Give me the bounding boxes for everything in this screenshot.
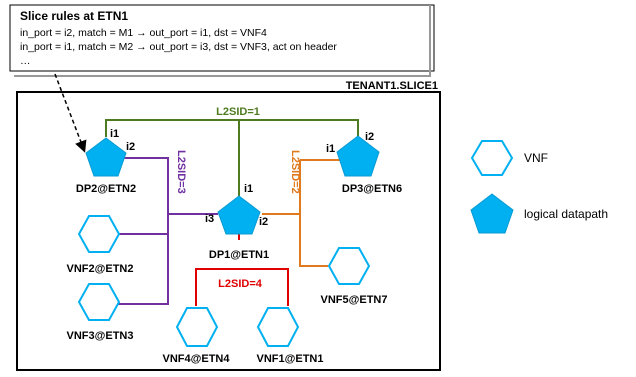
callout-shadow	[14, 5, 431, 77]
dp2-port-i2: i2	[126, 141, 135, 153]
link-label-l2sid3: L2SID=3	[175, 150, 187, 194]
dp2-datapath-icon	[85, 137, 127, 177]
dp3-label: DP3@ETN6	[342, 183, 402, 195]
tenant-slice-box	[16, 91, 441, 371]
callout-rule-2: in_port = i1, match = M2 → out_port = i3…	[20, 41, 337, 53]
dp1-port-i3: i3	[205, 213, 214, 225]
tenant-label: TENANT1.SLICE1	[346, 80, 438, 92]
link-l2sid1	[105, 119, 359, 137]
dp1-port-i1: i1	[244, 183, 253, 195]
callout-rule-1: in_port = i2, match = M1 → out_port = i1…	[20, 27, 267, 39]
vnf3-label: VNF3@ETN3	[67, 330, 134, 342]
vnf4-icon	[175, 307, 219, 347]
legend-vnf-label: VNF	[524, 151, 548, 165]
dp2-label: DP2@ETN2	[76, 183, 136, 195]
vnf4-label: VNF4@ETN4	[163, 353, 231, 365]
vnf2-icon	[77, 215, 121, 253]
callout-box	[9, 4, 435, 72]
link-label-l2sid2: L2SID=2	[289, 150, 301, 194]
legend-vnf-icon	[470, 140, 514, 176]
link-label-l2sid1: L2SID=1	[216, 106, 260, 118]
dp3-port-i2: i2	[365, 131, 374, 143]
legend-datapath-icon	[470, 193, 514, 234]
vnf2-label: VNF2@ETN2	[67, 263, 134, 275]
callout-title: Slice rules at ETN1	[20, 9, 128, 23]
vnf1-label: VNF1@ETN1	[257, 353, 324, 365]
link-l2sid2-b	[299, 160, 328, 267]
callout-ellipsis: …	[20, 55, 31, 67]
vnf3-icon	[77, 283, 121, 321]
dp2-port-i1: i1	[110, 128, 119, 140]
dp1-label: DP1@ETN1	[209, 249, 269, 261]
callout-arrow	[54, 73, 87, 153]
link-label-l2sid4: L2SID=4	[218, 278, 263, 290]
dp3-port-i1: i1	[326, 143, 335, 155]
vnf5-label: VNF5@ETN7	[321, 294, 388, 306]
link-l2sid3-a	[118, 157, 169, 305]
link-l2sid4	[195, 268, 289, 306]
dp1-port-i2: i2	[259, 216, 268, 228]
vnf1-icon	[256, 307, 300, 347]
dp3-datapath-icon	[336, 135, 380, 177]
legend-datapath-label: logical datapath	[524, 207, 608, 221]
dp1-datapath-icon	[217, 195, 261, 235]
vnf5-icon	[327, 247, 371, 285]
